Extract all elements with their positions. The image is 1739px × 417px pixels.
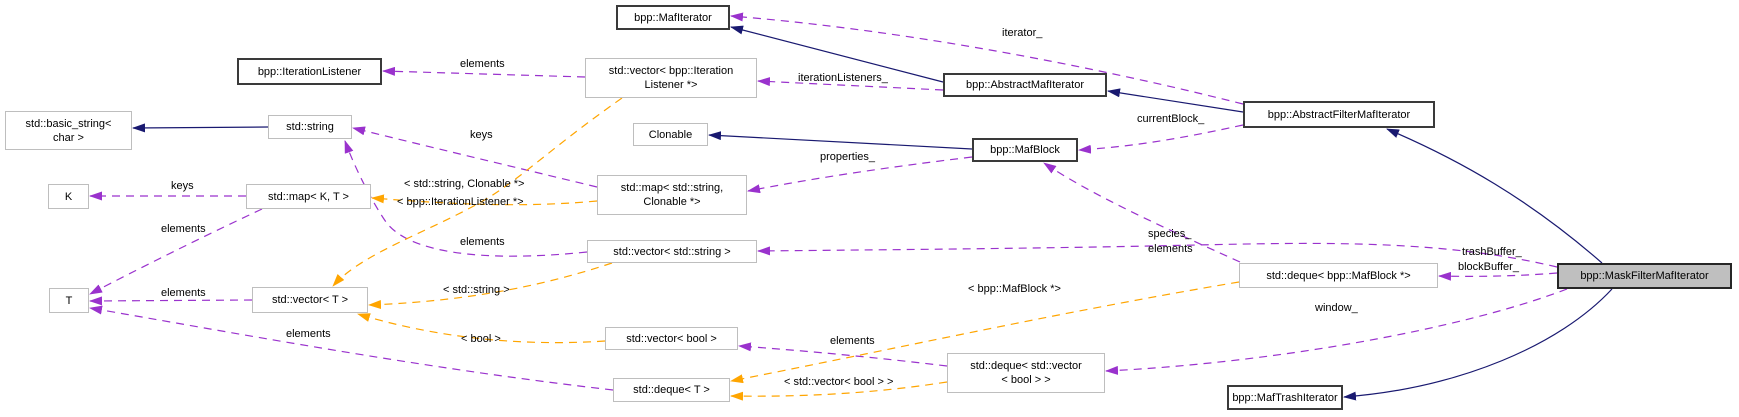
node-mask-filter-maf-iterator[interactable]: bpp::MaskFilterMafIterator	[1557, 263, 1732, 289]
edge-template-dequemb-to-dequet	[730, 281, 1240, 384]
edge-label-elements: elements	[460, 58, 505, 70]
node-label: bpp::AbstractFilterMafIterator	[1267, 108, 1411, 121]
edge-usage-elements-mapkt-to-t	[89, 208, 263, 295]
node-label: bpp::IterationListener	[257, 65, 362, 78]
edge-label-std-string-clonable: < std::string, Clonable *>	[404, 178, 525, 190]
edge-label-elements: elements	[286, 328, 331, 340]
edge-usage-elements-dequet-to-t	[89, 305, 614, 391]
edge-inherit-maskfilter-to-abstractfilter	[1386, 128, 1603, 264]
edge-label-std-vector-bool: < std::vector< bool > >	[784, 376, 894, 388]
node-t[interactable]: T	[49, 288, 89, 313]
edge-usage-iterator	[730, 12, 1244, 105]
edge-label-elements: elements	[830, 335, 875, 347]
edge-usage-species	[757, 242, 1558, 268]
edge-template-dequevb-to-dequet	[730, 381, 948, 401]
edge-template-vecbool-to-vect	[357, 313, 606, 344]
edge-inherit-maskfilter-to-maftrash	[1343, 288, 1613, 401]
edge-template-vecil-to-vect	[332, 97, 623, 287]
edge-inherit-abstractfilter-to-abstractmaf	[1107, 88, 1244, 113]
node-deque-t[interactable]: std::deque< T >	[613, 378, 730, 402]
node-maf-trash-iterator[interactable]: bpp::MafTrashIterator	[1227, 385, 1343, 410]
edge-label-currentblock: currentBlock_	[1137, 113, 1205, 125]
edge-label-elements: elements	[460, 236, 505, 248]
edge-usage-elements-vecstr-to-string	[344, 140, 588, 257]
edge-inherit-string-to-basicstring	[132, 123, 269, 133]
edge-label-properties: properties_	[820, 151, 876, 163]
edge-label-trashbuffer: trashBuffer_	[1462, 246, 1522, 258]
edge-inherit-abstractmaf-to-mafiterator	[730, 25, 944, 83]
node-maf-iterator[interactable]: bpp::MafIterator	[616, 5, 730, 30]
edge-usage-elements-vect-to-t	[89, 296, 253, 306]
node-map-k-t[interactable]: std::map< K, T >	[246, 184, 371, 209]
node-label: bpp::MaskFilterMafIterator	[1580, 270, 1709, 282]
node-label: std::map< K, T >	[268, 190, 349, 203]
node-map-string-clonable-ptr[interactable]: std::map< std::string,Clonable *>	[597, 175, 747, 215]
node-basic-string-char[interactable]: std::basic_string<char >	[5, 111, 132, 150]
edge-usage-elements-dequevb-to-vecbool	[738, 342, 948, 367]
node-vector-bool[interactable]: std::vector< bool >	[605, 327, 738, 350]
edge-label-species: species_	[1148, 228, 1192, 240]
node-label: std::deque< bpp::MafBlock *>	[1266, 269, 1411, 282]
edge-label-window: window_	[1315, 302, 1358, 314]
edge-label-elements: elements	[161, 223, 206, 235]
node-label: std::vector< T >	[271, 294, 349, 306]
node-label: std::vector< bool >	[626, 332, 717, 345]
node-clonable[interactable]: Clonable	[633, 123, 708, 146]
edge-usage-currentblock	[1078, 124, 1244, 154]
edge-template-vecstr-to-vect	[368, 262, 613, 310]
node-label: bpp::MafBlock	[990, 144, 1060, 156]
node-label: Clonable	[648, 128, 693, 141]
node-abstract-filter-maf-iterator[interactable]: bpp::AbstractFilterMafIterator	[1243, 101, 1435, 128]
node-std-string[interactable]: std::string	[268, 115, 352, 139]
edge-label-blockbuffer: blockBuffer_	[1458, 261, 1519, 273]
edge-label-iterator: iterator_	[1002, 27, 1043, 39]
edge-label-iterationlisteners: iterationListeners_	[798, 72, 888, 84]
node-label: std::deque< T >	[633, 384, 710, 396]
node-maf-block[interactable]: bpp::MafBlock	[972, 138, 1078, 162]
node-label: bpp::AbstractMafIterator	[966, 79, 1084, 91]
edge-usage-keys-mapsc-to-string	[352, 126, 598, 188]
edge-usage-iterationlisteners	[757, 77, 944, 91]
edge-usage-properties	[747, 156, 973, 194]
edge-label-bool: < bool >	[461, 333, 501, 345]
node-label: K	[64, 190, 73, 203]
edge-usage-window	[1105, 288, 1568, 375]
node-iteration-listener[interactable]: bpp::IterationListener	[237, 58, 382, 85]
node-label: std::vector< bpp::Iteration	[608, 65, 734, 77]
node-label: std::deque< std::vector	[970, 360, 1082, 372]
node-k[interactable]: K	[48, 184, 89, 209]
node-deque-vector-bool[interactable]: std::deque< std::vector< bool > >	[947, 353, 1105, 393]
node-vector-t[interactable]: std::vector< T >	[252, 287, 368, 313]
edge-inherit-mafblock-to-clonable	[708, 131, 973, 150]
edge-label-keys: keys	[171, 180, 194, 192]
node-label: char >	[53, 131, 84, 144]
edge-label-bpp-mafblock: < bpp::MafBlock *>	[968, 283, 1061, 295]
node-label: std::vector< std::string >	[613, 245, 731, 258]
edge-label-elements: elements	[1148, 243, 1193, 255]
node-abstract-maf-iterator[interactable]: bpp::AbstractMafIterator	[943, 73, 1107, 97]
edge-usage-trashbuffer-blockbuffer	[1438, 271, 1558, 281]
node-vector-string[interactable]: std::vector< std::string >	[587, 240, 757, 263]
node-label: Clonable *>	[643, 196, 701, 208]
edge-usage-elements-dequemb-to-mafblock	[1043, 162, 1241, 263]
node-label: bpp::MafTrashIterator	[1232, 391, 1338, 404]
node-label: < bool > >	[1001, 374, 1051, 386]
edge-label-std-string: < std::string >	[443, 284, 510, 296]
node-label: std::map< std::string,	[620, 182, 724, 194]
node-label: Listener *>	[644, 79, 698, 91]
node-label: std::string	[286, 121, 334, 133]
edge-label-elements: elements	[161, 287, 206, 299]
edge-label-bpp-iterationlistener: < bpp::IterationListener *>	[397, 196, 524, 208]
node-label: bpp::MafIterator	[634, 11, 712, 24]
edge-label-keys: keys	[470, 129, 493, 141]
edge-usage-elements-vecil-to-il	[382, 66, 586, 78]
edge-template-mapsc-to-mapkt	[371, 194, 598, 206]
node-deque-maf-block-ptr[interactable]: std::deque< bpp::MafBlock *>	[1239, 263, 1438, 288]
node-label: std::basic_string<	[25, 117, 112, 130]
node-label: T	[65, 294, 73, 307]
